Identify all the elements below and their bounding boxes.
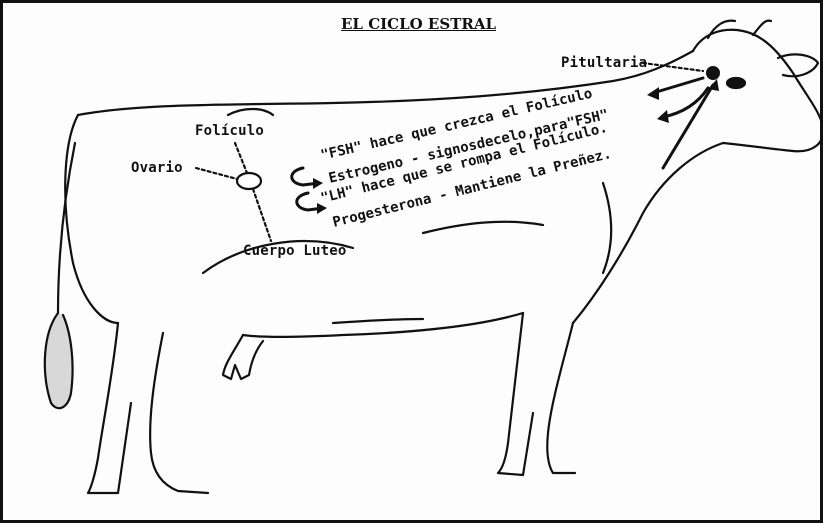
diagram-title: EL CICLO ESTRAL xyxy=(341,15,496,33)
ovary-shape xyxy=(237,173,261,189)
arrowhead-ovary-1 xyxy=(313,178,323,189)
cow-udder xyxy=(223,335,263,379)
cow-rear-leg-1 xyxy=(150,333,208,493)
cow-rump xyxy=(65,115,118,323)
follicle-arc xyxy=(228,109,273,115)
pituitary-dot xyxy=(706,66,720,80)
leader-luteo xyxy=(253,189,271,241)
cow-horn-2 xyxy=(753,21,771,35)
leader-foliculo xyxy=(235,143,247,173)
label-ovario: Ovario xyxy=(131,160,183,176)
leader-ovario xyxy=(196,168,237,179)
cow-front-leg-1 xyxy=(547,323,575,473)
arrowhead-lh xyxy=(657,110,669,123)
arrow-feedback xyxy=(663,85,713,168)
cow-front-leg-2 xyxy=(498,313,533,475)
cow-eye xyxy=(727,78,745,88)
cow-rear-leg-2 xyxy=(88,323,131,493)
cow-tail-switch xyxy=(45,313,73,408)
label-pituitaria: Pitultaria xyxy=(561,55,647,71)
label-cuerpo-luteo: Cuerpo Luteo xyxy=(243,243,347,259)
cow-neck xyxy=(573,143,723,323)
arrowhead-feedback xyxy=(708,79,719,91)
arrowhead-fsh xyxy=(647,87,659,100)
cow-illustration xyxy=(3,3,823,526)
cow-belly xyxy=(243,313,523,337)
cow-head xyxy=(693,30,823,151)
arrow-fsh xyxy=(653,78,703,93)
label-foliculo: Folículo xyxy=(195,123,264,139)
cow-ear xyxy=(778,54,818,76)
